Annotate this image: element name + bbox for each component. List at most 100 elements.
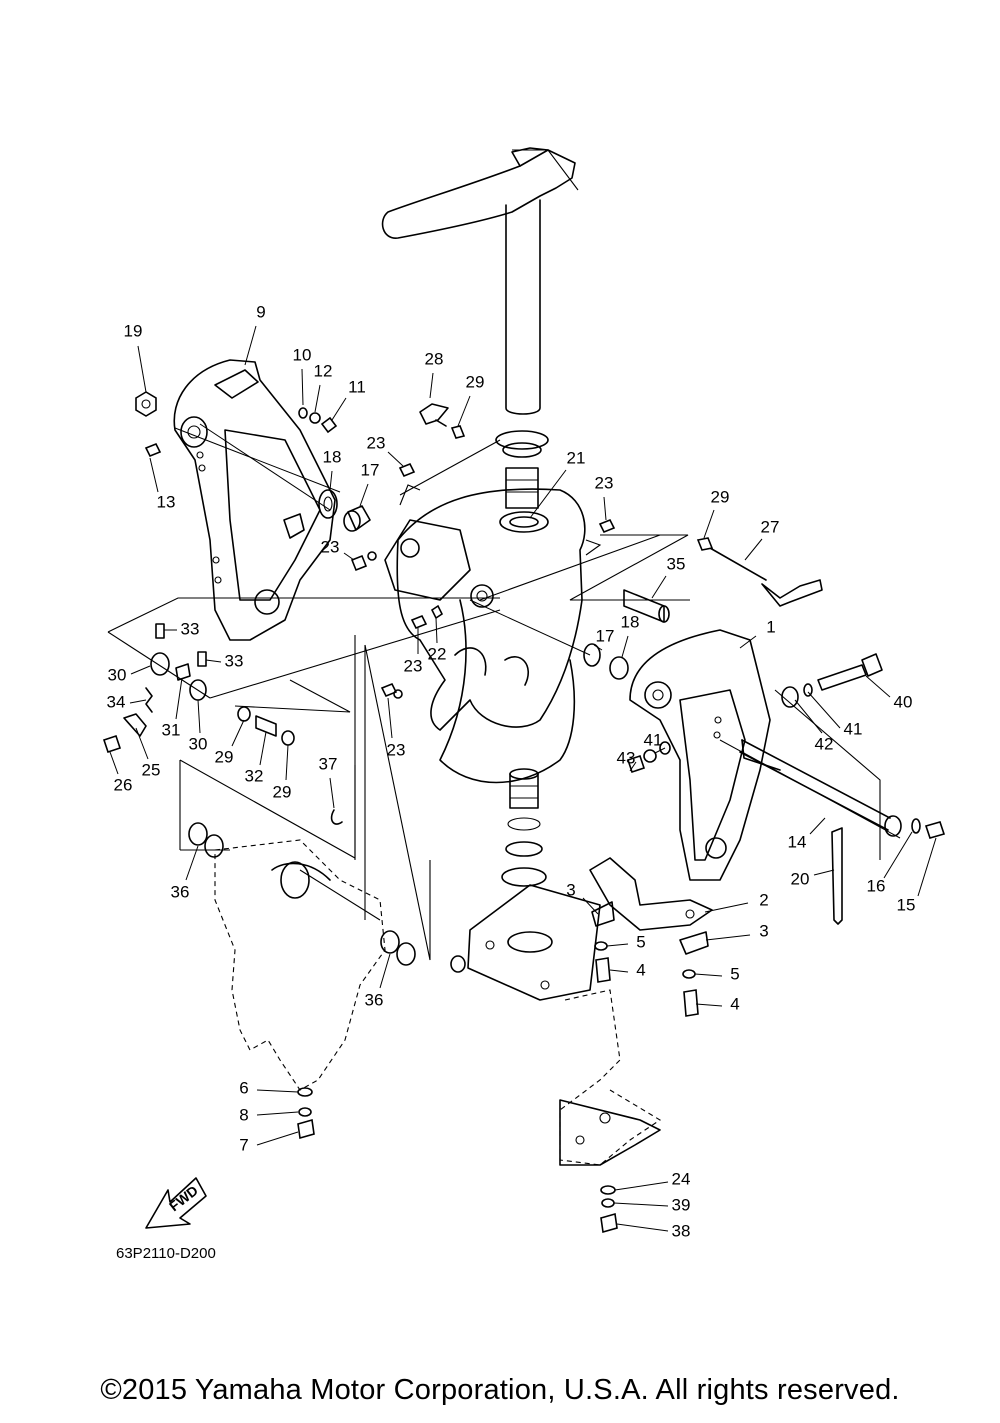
callout-c30b: 30	[189, 734, 208, 753]
callout-leader-c38	[616, 1223, 669, 1232]
callout-c8: 8	[239, 1105, 248, 1124]
callout-c33a: 33	[181, 619, 200, 638]
callout-leader-c5a	[606, 943, 629, 947]
callout-leader-c8	[256, 1111, 299, 1116]
fwd-label: FWD	[166, 1182, 201, 1214]
callout-c5a: 5	[636, 932, 645, 951]
callout-leader-c16	[883, 831, 913, 879]
callout-c39: 39	[672, 1195, 691, 1214]
callout-c27: 27	[761, 517, 780, 536]
callout-leader-c22	[435, 617, 438, 644]
callout-leader-c3b	[705, 934, 751, 941]
callout-c29b: 29	[711, 487, 730, 506]
callout-leader-c24	[614, 1181, 669, 1191]
part-code: 63P2110-D200	[116, 1245, 216, 1262]
callout-leader-c6	[256, 1089, 299, 1093]
callout-leader-c1	[739, 635, 757, 649]
callout-c21: 21	[567, 448, 586, 467]
callout-leader-c27	[744, 538, 763, 561]
callout-c10: 10	[293, 345, 312, 364]
callout-c23c: 23	[321, 537, 340, 556]
lower-unit-plate	[559, 989, 662, 1166]
callout-leader-c29c	[231, 719, 245, 747]
fwd-arrow: FWD	[145, 1177, 207, 1229]
callout-leader-c20	[813, 869, 835, 876]
callout-leader-c17b	[593, 644, 603, 651]
callout-c37: 37	[319, 754, 338, 773]
callout-leader-c41b	[654, 747, 666, 754]
callout-c31: 31	[162, 720, 181, 739]
callout-leader-c30b	[197, 699, 201, 734]
callout-c6: 6	[239, 1078, 248, 1097]
callout-c29d: 29	[273, 782, 292, 801]
callout-c2: 2	[759, 890, 768, 909]
steering-handle	[381, 147, 579, 415]
callout-c41a: 41	[844, 719, 863, 738]
clamp-bracket-left	[173, 359, 336, 641]
assembly-guides	[107, 423, 901, 961]
callout-c30a: 30	[108, 665, 127, 684]
callout-c23d: 23	[404, 656, 423, 675]
callout-c34: 34	[107, 692, 126, 711]
callout-c4b: 4	[730, 994, 739, 1013]
lower-mount-housing	[467, 768, 601, 1001]
callout-leader-c41a	[807, 691, 841, 729]
callout-leader-c26	[109, 751, 119, 775]
callout-leader-c15	[917, 837, 937, 897]
callout-leader-c29b	[703, 509, 715, 539]
callout-leader-c4b	[695, 1003, 723, 1007]
callout-leader-c3a	[582, 897, 599, 915]
callout-leader-c25	[135, 727, 149, 760]
callout-leader-c29d	[285, 744, 289, 781]
callout-c33b: 33	[225, 651, 244, 670]
callouts: 1233445567891011121314151617171818192021…	[107, 302, 937, 1240]
callout-leader-c40	[865, 675, 891, 698]
callout-c19: 19	[124, 321, 143, 340]
callout-leader-c23b	[603, 496, 607, 521]
callout-c3a: 3	[566, 880, 575, 899]
callout-c40: 40	[894, 692, 913, 711]
callout-c23a: 23	[367, 433, 386, 452]
callout-c35: 35	[667, 554, 686, 573]
callout-c23b: 23	[595, 473, 614, 492]
callout-leader-c10	[301, 368, 304, 406]
swivel-bracket	[384, 430, 586, 784]
callout-leader-c39	[613, 1202, 669, 1207]
hardware	[102, 391, 946, 1234]
callout-leader-c18b	[621, 635, 629, 658]
callout-leader-c7	[256, 1131, 299, 1146]
callout-leader-c34	[129, 699, 147, 704]
callout-c20: 20	[791, 869, 810, 888]
callout-leader-c43	[629, 761, 637, 772]
clamp-bracket-right	[629, 629, 771, 881]
callout-leader-c11	[331, 397, 347, 421]
callout-c23e: 23	[387, 740, 406, 759]
callout-leader-c32	[259, 731, 267, 766]
callout-c17b: 17	[596, 626, 615, 645]
callout-c43: 43	[617, 748, 636, 767]
callout-leader-c29a	[457, 395, 471, 427]
callout-c18a: 18	[323, 447, 342, 466]
callout-c25: 25	[142, 760, 161, 779]
callout-leader-c12	[314, 384, 321, 413]
callout-leader-c42	[794, 699, 823, 734]
callout-leader-c28	[429, 372, 434, 399]
callout-leader-c19	[137, 345, 147, 393]
callout-c4a: 4	[636, 960, 645, 979]
callout-leader-c23a	[387, 451, 404, 467]
callout-c15: 15	[897, 895, 916, 914]
callout-c24: 24	[672, 1169, 691, 1188]
callout-c26: 26	[114, 775, 133, 794]
callout-leader-c13	[149, 457, 159, 493]
callout-c42: 42	[815, 734, 834, 753]
callout-c36b: 36	[365, 990, 384, 1009]
callout-c38: 38	[672, 1221, 691, 1240]
callout-leader-c4a	[609, 969, 629, 973]
callout-leader-c17a	[359, 483, 369, 507]
callout-leader-c37	[329, 777, 335, 809]
callout-leader-c33b	[205, 659, 222, 663]
callout-c29a: 29	[466, 372, 485, 391]
callout-leader-c31	[175, 677, 183, 720]
callout-c22: 22	[428, 644, 447, 663]
callout-c11: 11	[348, 377, 366, 396]
